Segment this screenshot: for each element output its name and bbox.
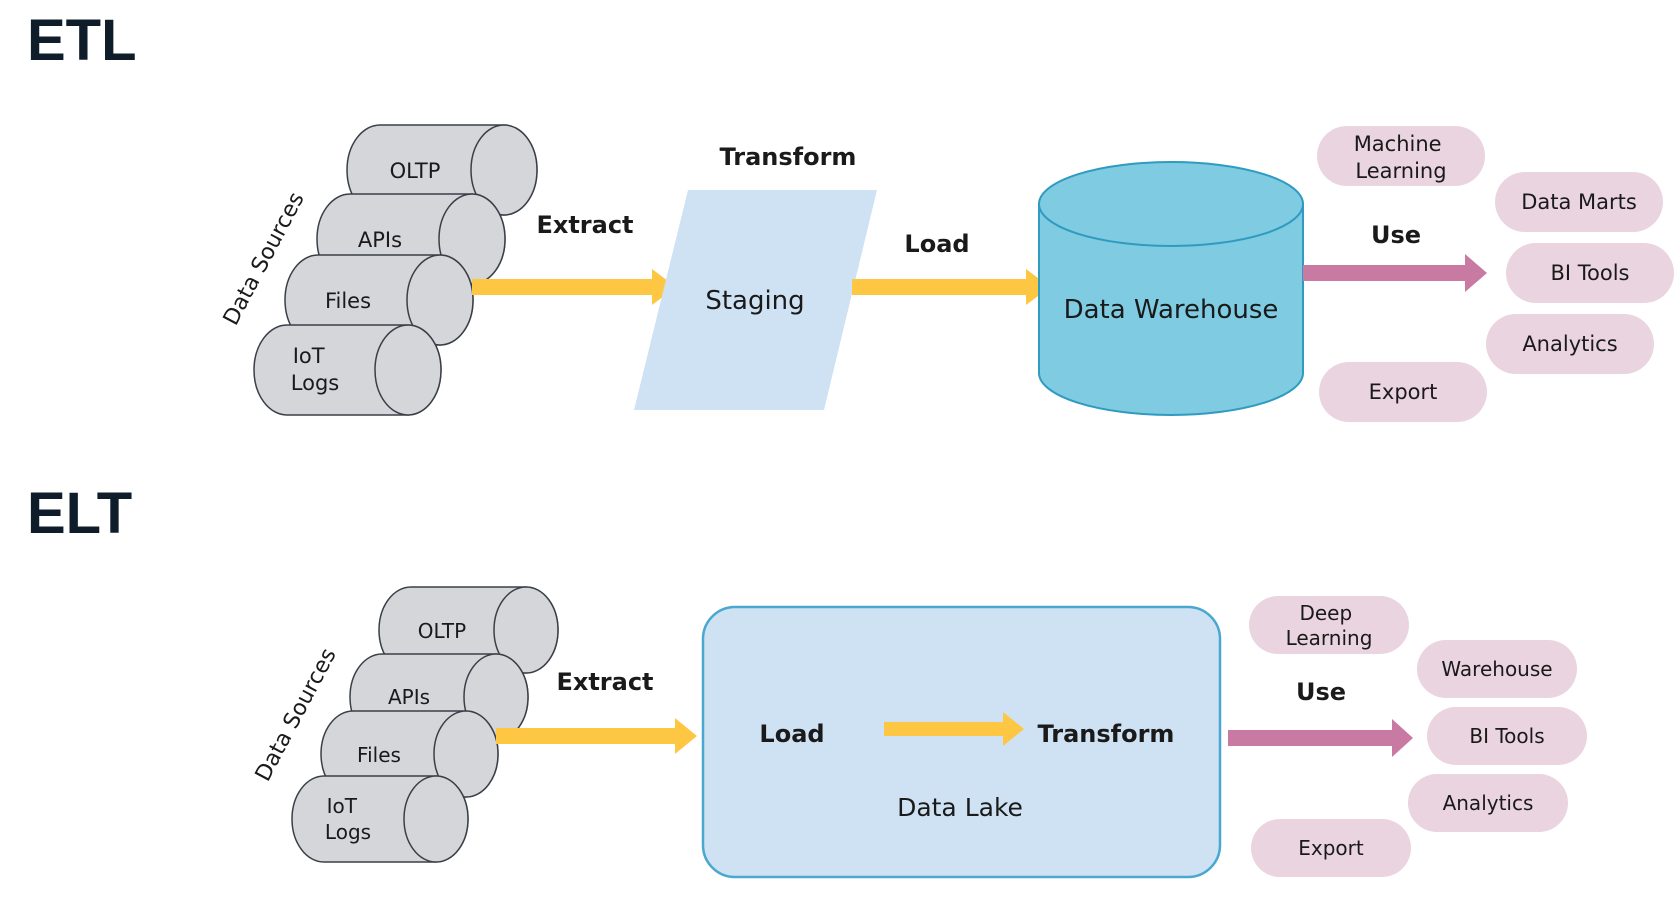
etl-extract-label: Extract [536,211,633,239]
elt-load-transform-arrow [884,712,1024,746]
etl-output-data-marts-label: Data Marts [1521,190,1637,214]
elt-output-deep-learning: Deep Learning [1249,596,1409,654]
etl-output-data-marts: Data Marts [1495,172,1663,232]
elt-source-label-oltp: OLTP [418,619,466,643]
etl-staging-shape [634,190,877,410]
etl-source-iot-logs-cylinder: IoT Logs [253,324,442,416]
elt-load-label: Load [759,720,824,748]
etl-source-label-oltp: OLTP [390,159,441,183]
etl-transform-label: Transform [720,143,857,171]
elt-extract-arrow [496,718,697,754]
elt-output-deep-learning-label: Deep Learning [1286,601,1373,650]
etl-data-warehouse-cylinder [1038,161,1304,416]
etl-data-warehouse-label: Data Warehouse [1064,295,1279,325]
etl-title: ETL [27,8,137,73]
etl-output-analytics-label: Analytics [1522,332,1617,356]
etl-output-machine-learning: Machine Learning [1317,126,1485,186]
etl-source-files-cylinder: Files [284,254,474,346]
etl-extract-arrow [472,269,676,305]
elt-source-oltp-cylinder: OLTP [378,586,559,674]
elt-output-analytics-label: Analytics [1443,791,1534,815]
elt-output-analytics: Analytics [1408,774,1568,832]
etl-output-machine-learning-label: Machine Learning [1354,132,1449,183]
elt-source-label-files: Files [357,743,401,767]
elt-output-bi-tools: BI Tools [1427,707,1587,765]
etl-source-label-files: Files [325,289,371,313]
etl-output-export-label: Export [1369,380,1438,404]
etl-source-label-apis: APIs [358,228,402,252]
elt-data-lake-box [701,605,1222,879]
elt-title: ELT [27,481,133,546]
elt-output-export-label: Export [1298,836,1364,860]
etl-load-label: Load [904,230,969,258]
elt-output-bi-tools-label: BI Tools [1469,724,1544,748]
etl-output-bi-tools: BI Tools [1506,243,1674,303]
etl-output-export: Export [1319,362,1487,422]
elt-data-sources: OLTP APIs Files IoT Logs Data Sources [251,586,559,863]
etl-data-sources: OLTP APIs Files IoT Logs Data Sources [219,124,538,416]
etl-use-arrow [1303,254,1487,292]
etl-output-analytics: Analytics [1486,314,1654,374]
elt-use-label: Use [1296,678,1346,706]
etl-source-label-iot-logs: IoT Logs [291,344,339,395]
elt-diagram: OLTP APIs Files IoT Logs Data Sources [251,586,1587,879]
etl-source-oltp-cylinder: OLTP [346,124,538,216]
elt-output-warehouse-label: Warehouse [1441,657,1552,681]
elt-output-export: Export [1251,819,1411,877]
etl-diagram: OLTP APIs Files IoT Logs Data Sources [219,124,1674,422]
etl-use-label: Use [1371,221,1421,249]
elt-data-lake-label: Data Lake [897,793,1023,822]
elt-source-iot-logs-cylinder: IoT Logs [291,775,469,863]
elt-source-label-apis: APIs [388,685,430,709]
elt-output-warehouse: Warehouse [1417,640,1577,698]
etl-staging-label: Staging [705,286,804,316]
elt-extract-label: Extract [556,668,653,696]
etl-load-arrow [852,269,1050,305]
etl-output-bi-tools-label: BI Tools [1550,261,1629,285]
elt-source-label-iot-logs: IoT Logs [325,794,371,844]
elt-use-arrow [1228,719,1413,757]
elt-transform-label: Transform [1038,720,1175,748]
